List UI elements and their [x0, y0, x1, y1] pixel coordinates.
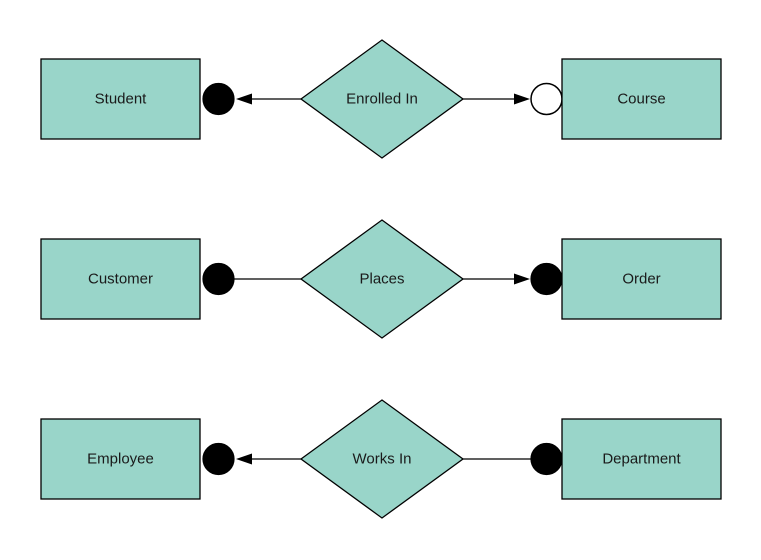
- cardinality-dot-filled: [202, 262, 235, 296]
- entity-label-student: Student: [95, 91, 148, 108]
- cardinality-dot-filled: [530, 442, 563, 476]
- entity-label-department: Department: [602, 451, 681, 468]
- relationship-label-works-in: Works In: [353, 451, 412, 468]
- entity-label-order: Order: [622, 271, 660, 288]
- entity-box-course: [561, 58, 722, 140]
- relationship-label-enrolled-in: Enrolled In: [346, 91, 418, 108]
- row-works-in: Employee Works In Department: [40, 399, 722, 519]
- arrowhead-right: [514, 93, 530, 105]
- row-places: Customer Places Order: [40, 219, 722, 339]
- arrowhead-left: [236, 93, 252, 105]
- entity-box-department: [561, 418, 722, 500]
- cardinality-dot-open: [530, 82, 563, 116]
- arrowhead-right: [514, 273, 530, 285]
- entity-box-customer: [40, 238, 201, 320]
- entity-label-customer: Customer: [88, 271, 153, 288]
- entity-box-employee: [40, 418, 201, 500]
- row-enrolled-in: Student Enrolled In Course: [40, 39, 722, 159]
- entity-box-student: [40, 58, 201, 140]
- entity-label-course: Course: [617, 91, 665, 108]
- entity-box-order: [561, 238, 722, 320]
- relationship-label-places: Places: [359, 271, 404, 288]
- cardinality-dot-filled: [530, 262, 563, 296]
- entity-label-employee: Employee: [87, 451, 154, 468]
- cardinality-dot-filled: [202, 82, 235, 116]
- cardinality-dot-filled: [202, 442, 235, 476]
- arrowhead-left: [236, 453, 252, 465]
